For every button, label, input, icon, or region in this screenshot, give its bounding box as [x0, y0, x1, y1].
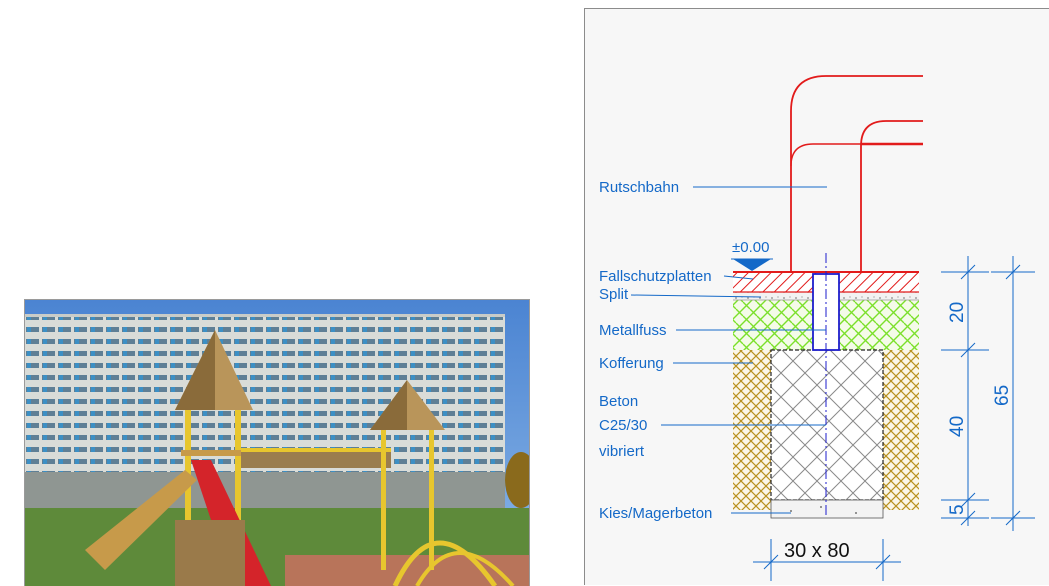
label-subbase: Kofferung — [599, 355, 664, 372]
lean-concrete — [770, 499, 884, 519]
dimension-20: 20 — [947, 302, 968, 323]
section-svg: ±0.00 Rutschbahn Fallschutzplatten Split… — [599, 75, 1035, 581]
label-split: Split — [599, 286, 629, 303]
playground-photo-illustration — [25, 300, 529, 586]
label-concrete-3: vibriert — [599, 443, 645, 460]
label-concrete-2: C25/30 — [599, 417, 647, 434]
dimension-65: 65 — [992, 385, 1013, 406]
playground-photo — [24, 299, 530, 586]
level-label: ±0.00 — [732, 239, 769, 256]
dimension-footing — [753, 539, 901, 581]
label-concrete-1: Beton — [599, 393, 638, 410]
label-gravel: Kies/Magerbeton — [599, 505, 712, 522]
level-marker-icon — [733, 259, 771, 271]
dimension-chain-inner — [941, 256, 989, 526]
foundation-section-drawing: ±0.00 Rutschbahn Fallschutzplatten Split… — [584, 8, 1049, 585]
label-metal-foot: Metallfuss — [599, 322, 667, 339]
dimension-5: 5 — [947, 504, 968, 515]
dimension-chain-outer — [991, 256, 1035, 531]
slide-pipe-outer — [790, 75, 923, 272]
dimension-footing-label: 30 x 80 — [784, 540, 850, 562]
label-fallschutz: Fallschutzplatten — [599, 268, 712, 285]
dimension-40: 40 — [947, 416, 968, 437]
slide-pipe-inner — [860, 120, 923, 272]
label-slide: Rutschbahn — [599, 179, 679, 196]
